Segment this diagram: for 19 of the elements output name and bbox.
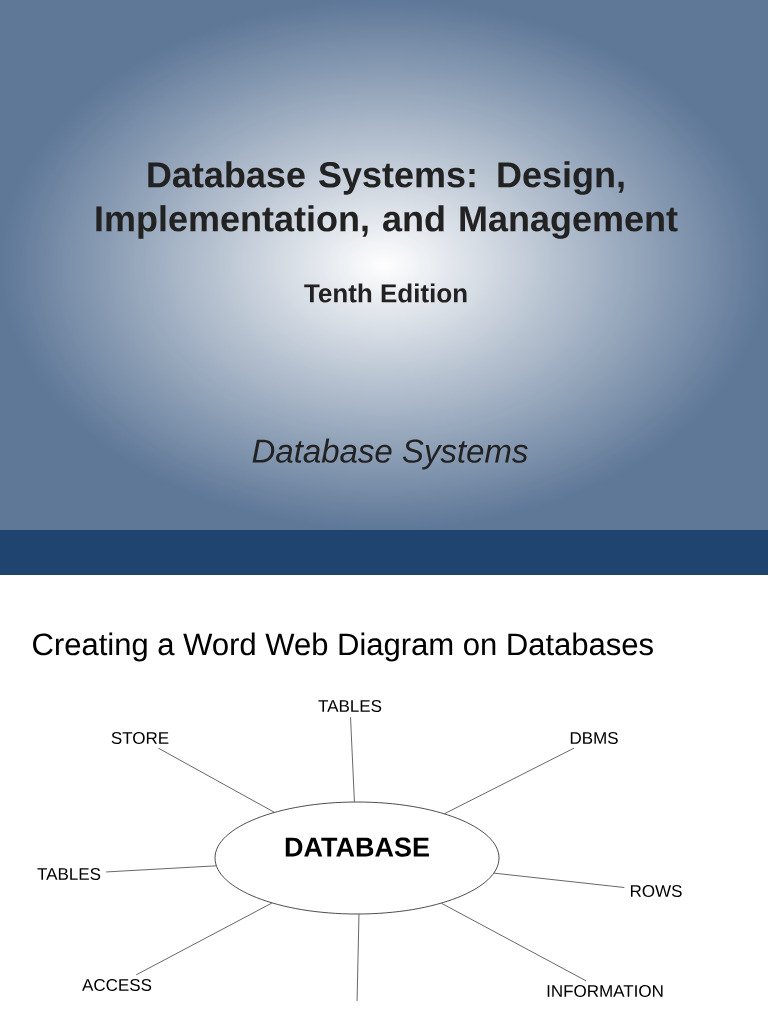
connector-line: [135, 902, 273, 976]
word-label: ACCESS: [82, 979, 152, 992]
word-label: INFORMATION: [547, 985, 663, 998]
word-label: DBMS: [570, 732, 618, 745]
slide-subtitle: Tenth Edition: [304, 283, 467, 303]
slide-footer-text: Database Systems: [252, 438, 528, 470]
connector-line: [356, 914, 360, 1002]
connector-line: [444, 747, 575, 814]
word-label: TABLES: [318, 700, 382, 713]
connector-line: [350, 716, 355, 802]
word-label: STORE: [111, 732, 169, 745]
slide-title: Database Systems: Design, Implementation, and Management: [96, 161, 678, 239]
connector-line: [441, 903, 587, 982]
connector-line: [105, 865, 217, 873]
connector-line: [158, 747, 275, 813]
heading: Creating a Word Web Diagram on Databases: [33, 632, 653, 662]
word-label: ROWS: [630, 885, 682, 898]
connector-line: [493, 872, 625, 888]
word-label: TABLES: [37, 868, 101, 881]
